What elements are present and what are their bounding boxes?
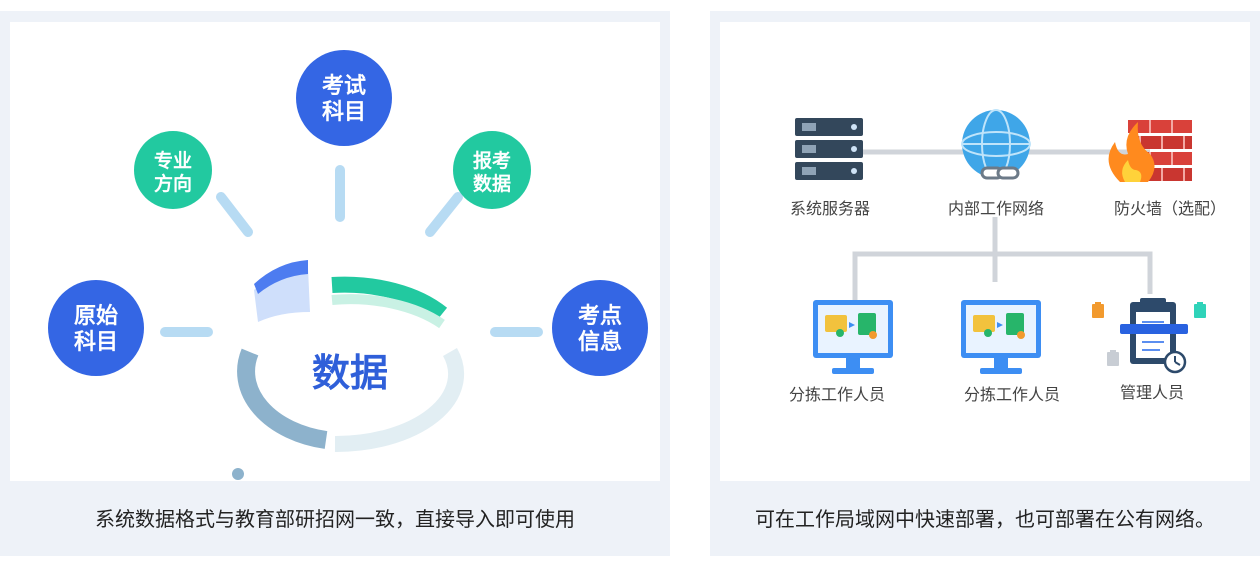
ring-segment-blue-top — [254, 260, 308, 294]
node-registration-line1: 报考 — [473, 149, 511, 172]
ring-segment-green-shadow — [331, 294, 445, 329]
ring-segment-light — [334, 348, 465, 453]
node-exam-subject-line1: 考试 — [322, 73, 366, 98]
branch-network-line — [852, 251, 1153, 300]
data-diagram-svg: 数据 考试 科目 专业 方向 报考 数据 原始 科目 考点 信息 — [48, 50, 648, 480]
node-original-line2: 科目 — [74, 329, 118, 354]
node-exam-subject-line2: 科目 — [322, 99, 366, 124]
node-major — [134, 131, 212, 209]
sorter-label-2: 分拣工作人员 — [964, 386, 1060, 404]
deployment-panel: 系统服务器 内部工作网络 — [710, 11, 1260, 556]
data-source-diagram: 数据 考试 科目 专业 方向 报考 数据 原始 科目 考点 信息 — [10, 22, 660, 481]
server-label: 系统服务器 — [790, 200, 870, 218]
small-clipboard-teal-icon — [1194, 302, 1206, 318]
node-registration-line2: 数据 — [473, 172, 511, 195]
small-clipboard-gray-icon — [1107, 350, 1119, 366]
node-original-line1: 原始 — [74, 303, 118, 328]
node-exam-site-info — [552, 280, 648, 376]
center-label: 数据 — [312, 353, 388, 395]
network-diagram: 系统服务器 内部工作网络 — [720, 22, 1250, 481]
firewall-label: 防火墙（选配） — [1114, 200, 1226, 218]
data-source-caption: 系统数据格式与教育部研招网一致，直接导入即可使用 — [95, 509, 575, 531]
deployment-caption: 可在工作局域网中快速部署，也可部署在公有网络。 — [755, 509, 1215, 531]
node-original-subject — [48, 280, 144, 376]
ring-segment-gray-blue — [237, 348, 328, 449]
node-exam-site-line1: 考点 — [578, 303, 622, 328]
connector-upper-left — [216, 192, 253, 237]
admin-clipboard-icon — [1120, 298, 1188, 374]
node-major-line2: 方向 — [154, 172, 192, 195]
network-diagram-svg: 系统服务器 内部工作网络 — [789, 109, 1226, 404]
admin-label: 管理人员 — [1120, 384, 1184, 402]
node-exam-subject — [296, 50, 392, 146]
network-label: 内部工作网络 — [948, 199, 1044, 218]
ring-segment-green — [331, 276, 448, 321]
node-exam-site-line2: 信息 — [578, 329, 622, 354]
sorter-computer-icon-2 — [961, 300, 1041, 374]
node-registration-data — [453, 131, 531, 209]
small-clipboard-orange-icon — [1092, 302, 1104, 318]
connector-upper-right — [425, 192, 463, 237]
server-icon — [795, 118, 863, 180]
sorter-label-1: 分拣工作人员 — [789, 386, 885, 404]
dot-decoration — [232, 468, 244, 480]
network-globe-icon — [961, 109, 1031, 180]
sorter-computer-icon-1 — [813, 300, 893, 374]
data-source-panel: 数据 考试 科目 专业 方向 报考 数据 原始 科目 考点 信息 系统数据格式与… — [0, 11, 670, 556]
node-major-line1: 专业 — [154, 149, 192, 172]
firewall-icon — [1108, 120, 1192, 182]
